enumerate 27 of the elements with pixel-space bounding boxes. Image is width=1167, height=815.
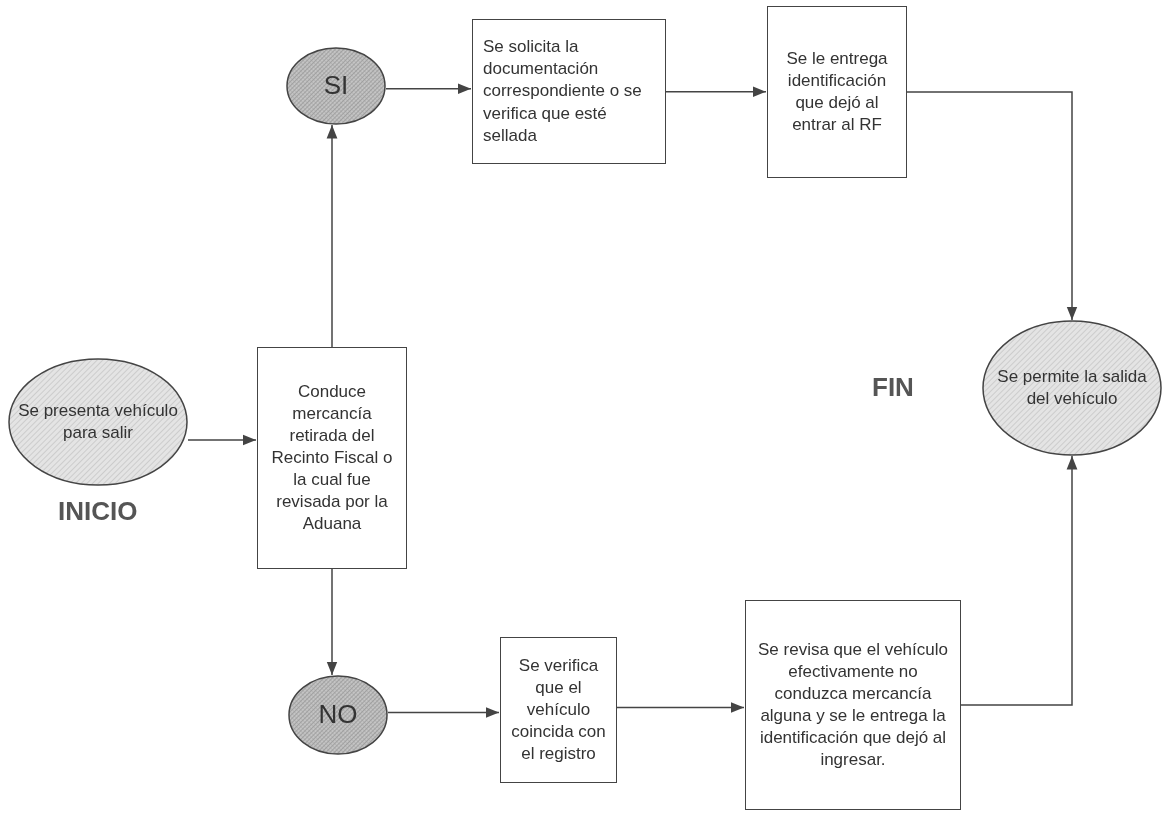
arrow <box>616 702 745 713</box>
process-box <box>257 347 407 569</box>
arrow <box>960 455 1078 706</box>
process-box <box>767 6 907 178</box>
arrow <box>387 707 500 718</box>
terminal-ellipse <box>286 47 386 125</box>
arrow <box>906 91 1078 321</box>
node-text: Se le entrega identificación que dejó al entrar al RF <box>785 47 889 137</box>
process-box <box>745 600 961 810</box>
node-text: Se revisa que el vehículo efectivamente no conduzca mercancía alguna y se le entrega la identificación que dejó al ingresar. <box>757 638 949 772</box>
arrow <box>187 434 257 446</box>
node-text: Se verifica que el vehículo coincida con el registro <box>510 654 607 766</box>
process-box <box>472 19 666 164</box>
node-text: Se solicita la documentación correspondiente o se verifica que esté sellada <box>482 36 643 147</box>
arrow <box>326 568 338 676</box>
arrow <box>326 124 338 348</box>
node-text: Conduce mercancía retirada del Recinto Fiscal o la cual fue revisada por la Aduana <box>270 380 394 536</box>
node-text: Se presenta vehículo para salir <box>17 399 179 444</box>
node-text: Se permite la salida del vehículo <box>996 365 1148 410</box>
process-box <box>500 637 617 783</box>
end-label: FIN <box>872 372 914 403</box>
terminal-ellipse <box>288 675 388 755</box>
node-text: SI <box>322 69 350 103</box>
arrow <box>385 83 472 95</box>
node-text: NO <box>317 698 359 732</box>
arrow <box>665 86 767 98</box>
start-label: INICIO <box>58 496 138 527</box>
